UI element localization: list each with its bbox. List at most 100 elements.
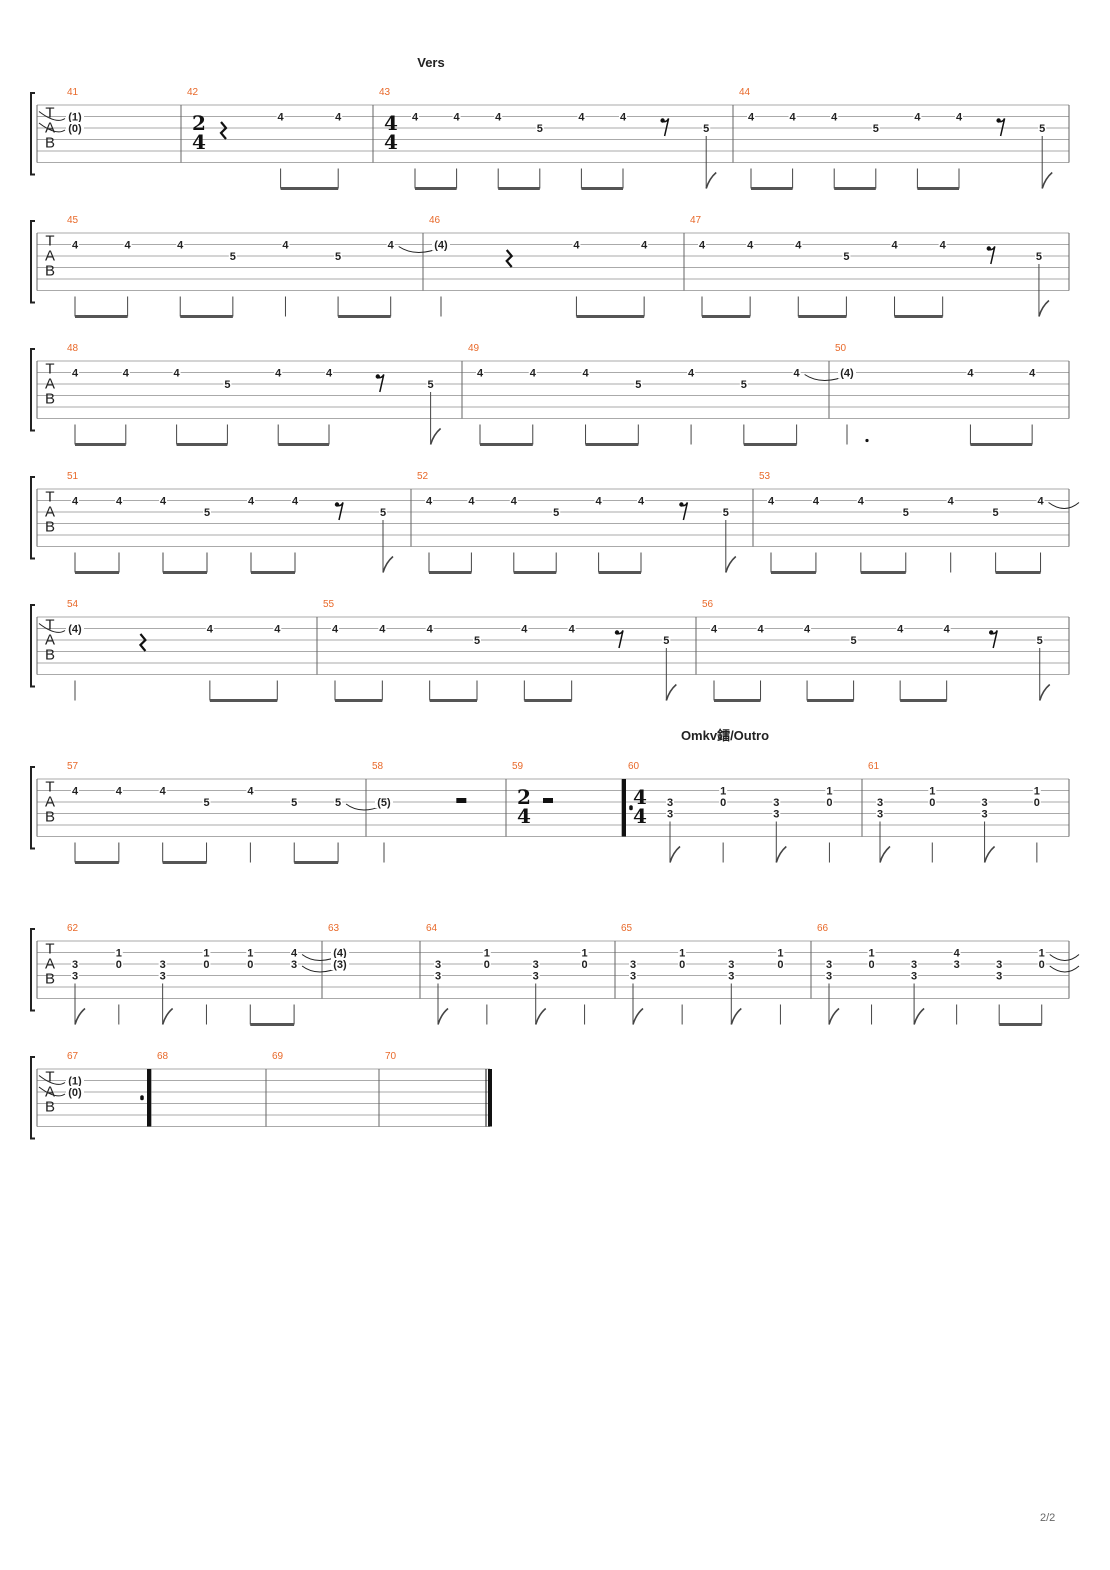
- fret-number: 4: [495, 112, 502, 124]
- fret-number: 4: [177, 240, 184, 252]
- fret-background: [203, 506, 211, 518]
- fret-number: 5: [380, 507, 386, 519]
- fret-number: 5: [335, 251, 341, 263]
- fret-number: 4: [388, 240, 395, 252]
- fret-background: [482, 958, 491, 970]
- fret-number: 5: [1037, 635, 1043, 647]
- system-bracket: [30, 476, 35, 560]
- fret-background: [528, 366, 537, 379]
- fret-background: [228, 250, 237, 262]
- fret-number: 4: [858, 496, 865, 508]
- measure-number: 54: [67, 599, 79, 610]
- fret-background: [871, 122, 880, 134]
- measure-number: 61: [868, 761, 880, 772]
- fret-background: [425, 494, 433, 507]
- fret-background: [66, 1086, 84, 1098]
- fret-number: 1: [679, 948, 685, 960]
- fret-number: 4: [521, 624, 528, 636]
- fret-number: 3: [533, 959, 539, 971]
- eighth-rest: [616, 630, 624, 649]
- fret-background: [473, 634, 481, 646]
- fret-background: [114, 958, 123, 970]
- fret-number: 4: [326, 368, 333, 380]
- fret-number: 4: [379, 624, 386, 636]
- fret-number: 4: [248, 496, 255, 508]
- fret-background: [928, 796, 937, 808]
- fret-background: [788, 110, 797, 123]
- fret-number: 4: [116, 496, 123, 508]
- tab-clef-letter: B: [45, 518, 55, 535]
- fret-number: 4: [573, 240, 580, 252]
- fret-number: 4: [116, 786, 123, 798]
- fret-number: 4: [247, 786, 254, 798]
- tab-clef-letter: A: [45, 793, 55, 810]
- fret-background: [1032, 796, 1041, 808]
- fret-background: [1035, 634, 1044, 646]
- measure-number: 44: [739, 87, 751, 98]
- measure-number: 46: [429, 215, 441, 226]
- time-signature-bottom: 4: [517, 804, 531, 828]
- fret-background: [702, 122, 711, 134]
- fret-number: (5): [377, 797, 391, 809]
- fret-background: [202, 796, 211, 808]
- fret-background: [794, 238, 803, 251]
- fret-background: [273, 622, 282, 635]
- fret-number: 3: [630, 959, 636, 971]
- fret-number: 4: [282, 240, 289, 252]
- fret-background: [867, 946, 876, 959]
- fret-number: 4: [426, 496, 433, 508]
- fret-background: [1036, 494, 1045, 507]
- fret-background: [980, 807, 989, 820]
- fret-number: 4: [468, 496, 475, 508]
- fret-number: 3: [773, 797, 779, 809]
- fret-background: [913, 110, 922, 123]
- fret-background: [425, 622, 434, 635]
- note-flag: [725, 555, 737, 573]
- tab-clef-letter: T: [45, 489, 54, 506]
- fret-background: [955, 110, 963, 123]
- fret-background: [535, 122, 544, 134]
- fret-number: 4: [831, 112, 838, 124]
- fret-background: [1028, 366, 1037, 379]
- fret-background: [172, 366, 181, 379]
- measure-number: 50: [835, 343, 847, 354]
- tab-clef-letter: B: [45, 970, 55, 987]
- fret-number: 5: [843, 251, 849, 263]
- fret-number: 3: [911, 971, 917, 983]
- fret-background: [767, 494, 775, 507]
- fret-number: 4: [1029, 368, 1036, 380]
- fret-background: [830, 110, 839, 123]
- fret-number: 5: [230, 251, 236, 263]
- fret-background: [811, 494, 820, 507]
- note-flag: [632, 1007, 644, 1025]
- fret-number: (3): [333, 959, 347, 971]
- fret-background: [666, 807, 674, 820]
- fret-background: [71, 366, 79, 379]
- fret-number: 3: [911, 959, 917, 971]
- fret-number: 4: [944, 624, 951, 636]
- tie: [38, 623, 66, 633]
- system-bracket: [30, 348, 35, 432]
- fret-background: [825, 958, 833, 970]
- fret-number: 4: [123, 368, 130, 380]
- fret-background: [910, 969, 919, 982]
- fret-background: [426, 378, 435, 390]
- fret-background: [71, 494, 79, 507]
- fret-background: [966, 366, 975, 379]
- fret-number: 0: [826, 797, 832, 809]
- fret-number: 4: [578, 112, 585, 124]
- fret-background: [838, 366, 856, 379]
- fret-number: (4): [434, 240, 448, 252]
- measure-number: 47: [690, 215, 702, 226]
- tab-clef-letter: B: [45, 1098, 55, 1115]
- fret-background: [1034, 250, 1043, 262]
- measure-number: 42: [187, 87, 199, 98]
- repeat-dot: [629, 806, 633, 811]
- fret-number: 3: [773, 809, 779, 821]
- fret-background: [995, 969, 1004, 982]
